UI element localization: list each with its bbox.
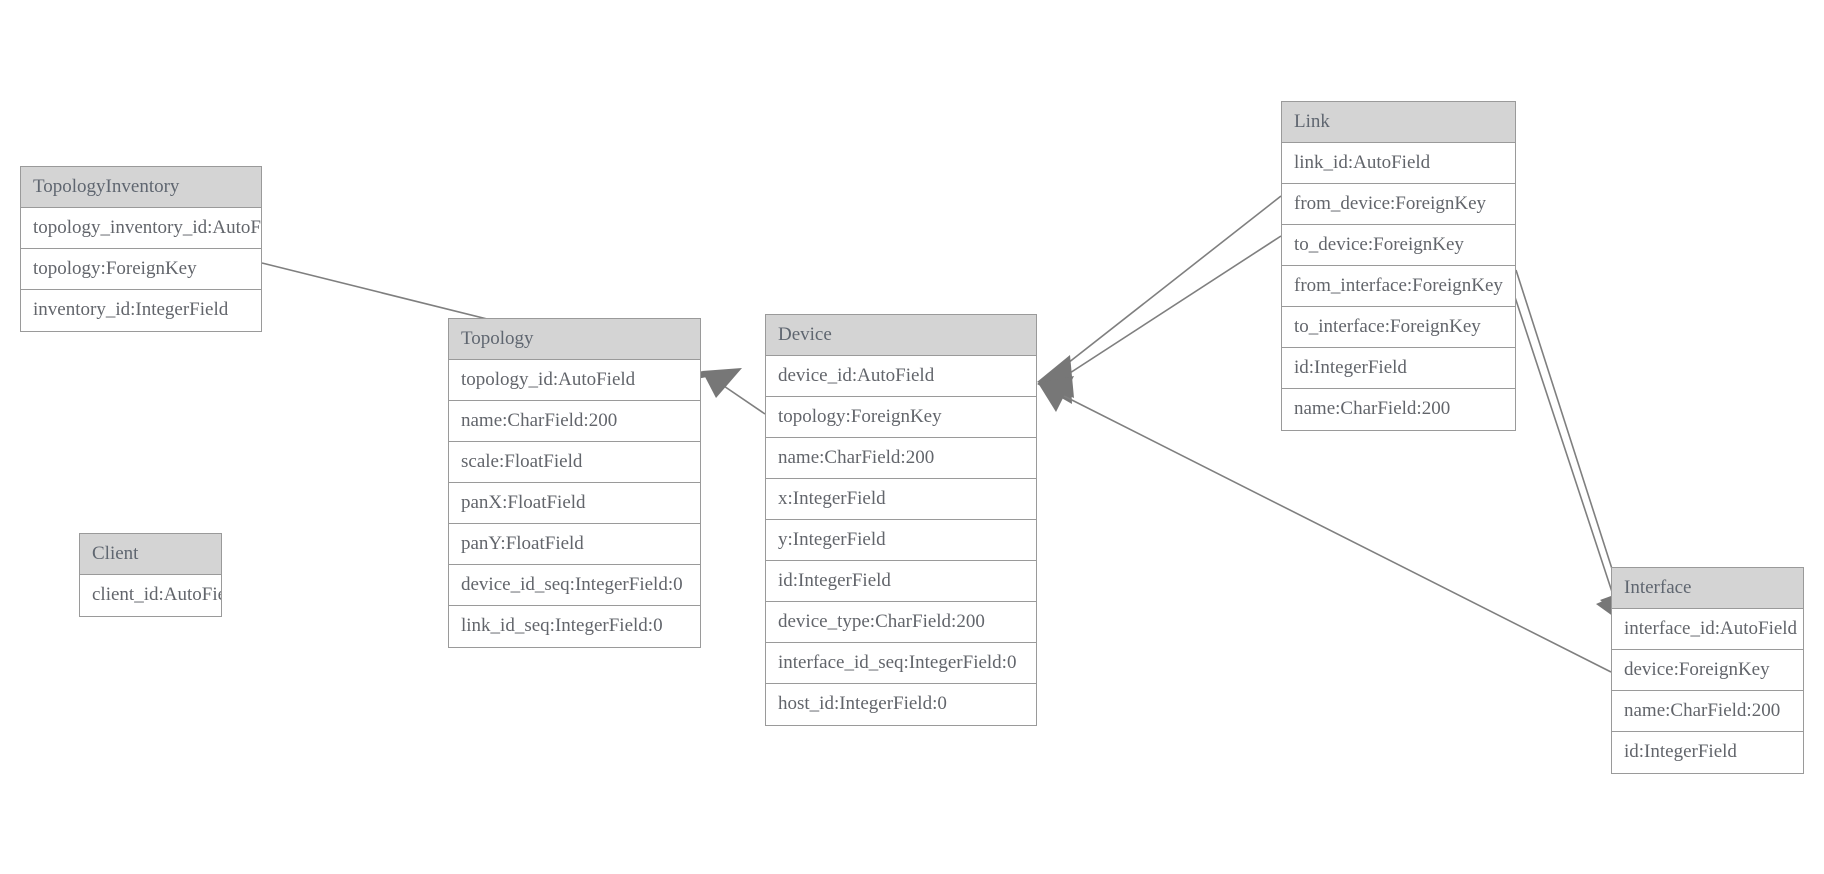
entity-field: name:CharField:200 (449, 401, 700, 442)
entity-title-interface: Interface (1612, 568, 1803, 609)
entity-field: x:IntegerField (766, 479, 1036, 520)
entity-field: topology_id:AutoField (449, 360, 700, 401)
entity-field: id:IntegerField (766, 561, 1036, 602)
edge-link-to-device (1037, 235, 1282, 404)
entity-field: link_id_seq:IntegerField:0 (449, 606, 700, 647)
entity-field: name:CharField:200 (766, 438, 1036, 479)
edge-device-topology (702, 368, 766, 415)
entity-field: to_device:ForeignKey (1282, 225, 1515, 266)
entity-field: device:ForeignKey (1612, 650, 1803, 691)
entity-field: device_type:CharField:200 (766, 602, 1036, 643)
entity-field: y:IntegerField (766, 520, 1036, 561)
entity-field: panY:FloatField (449, 524, 700, 565)
entity-title-link: Link (1282, 102, 1515, 143)
entity-field: from_device:ForeignKey (1282, 184, 1515, 225)
entity-field: host_id:IntegerField:0 (766, 684, 1036, 725)
entity-field: id:IntegerField (1612, 732, 1803, 773)
entity-title-device: Device (766, 315, 1036, 356)
entity-field: device_id_seq:IntegerField:0 (449, 565, 700, 606)
entity-title-topology_inventory: TopologyInventory (21, 167, 261, 208)
entity-field: name:CharField:200 (1282, 389, 1515, 430)
entity-field: device_id:AutoField (766, 356, 1036, 397)
entity-field: interface_id_seq:IntegerField:0 (766, 643, 1036, 684)
entity-field: client_id:AutoField (80, 575, 221, 616)
entity-field: scale:FloatField (449, 442, 700, 483)
entity-field: from_interface:ForeignKey (1282, 266, 1515, 307)
entity-field: to_interface:ForeignKey (1282, 307, 1515, 348)
entity-field: name:CharField:200 (1612, 691, 1803, 732)
entity-field: topology_inventory_id:AutoField (21, 208, 261, 249)
entity-title-client: Client (80, 534, 221, 575)
edge-link-from-device (1037, 195, 1282, 398)
entity-title-topology: Topology (449, 319, 700, 360)
entity-field: link_id:AutoField (1282, 143, 1515, 184)
entity-field: panX:FloatField (449, 483, 700, 524)
entity-field: topology:ForeignKey (21, 249, 261, 290)
entity-field: interface_id:AutoField (1612, 609, 1803, 650)
entity-field: inventory_id:IntegerField (21, 290, 261, 331)
entity-field: id:IntegerField (1282, 348, 1515, 389)
entity-field: topology:ForeignKey (766, 397, 1036, 438)
